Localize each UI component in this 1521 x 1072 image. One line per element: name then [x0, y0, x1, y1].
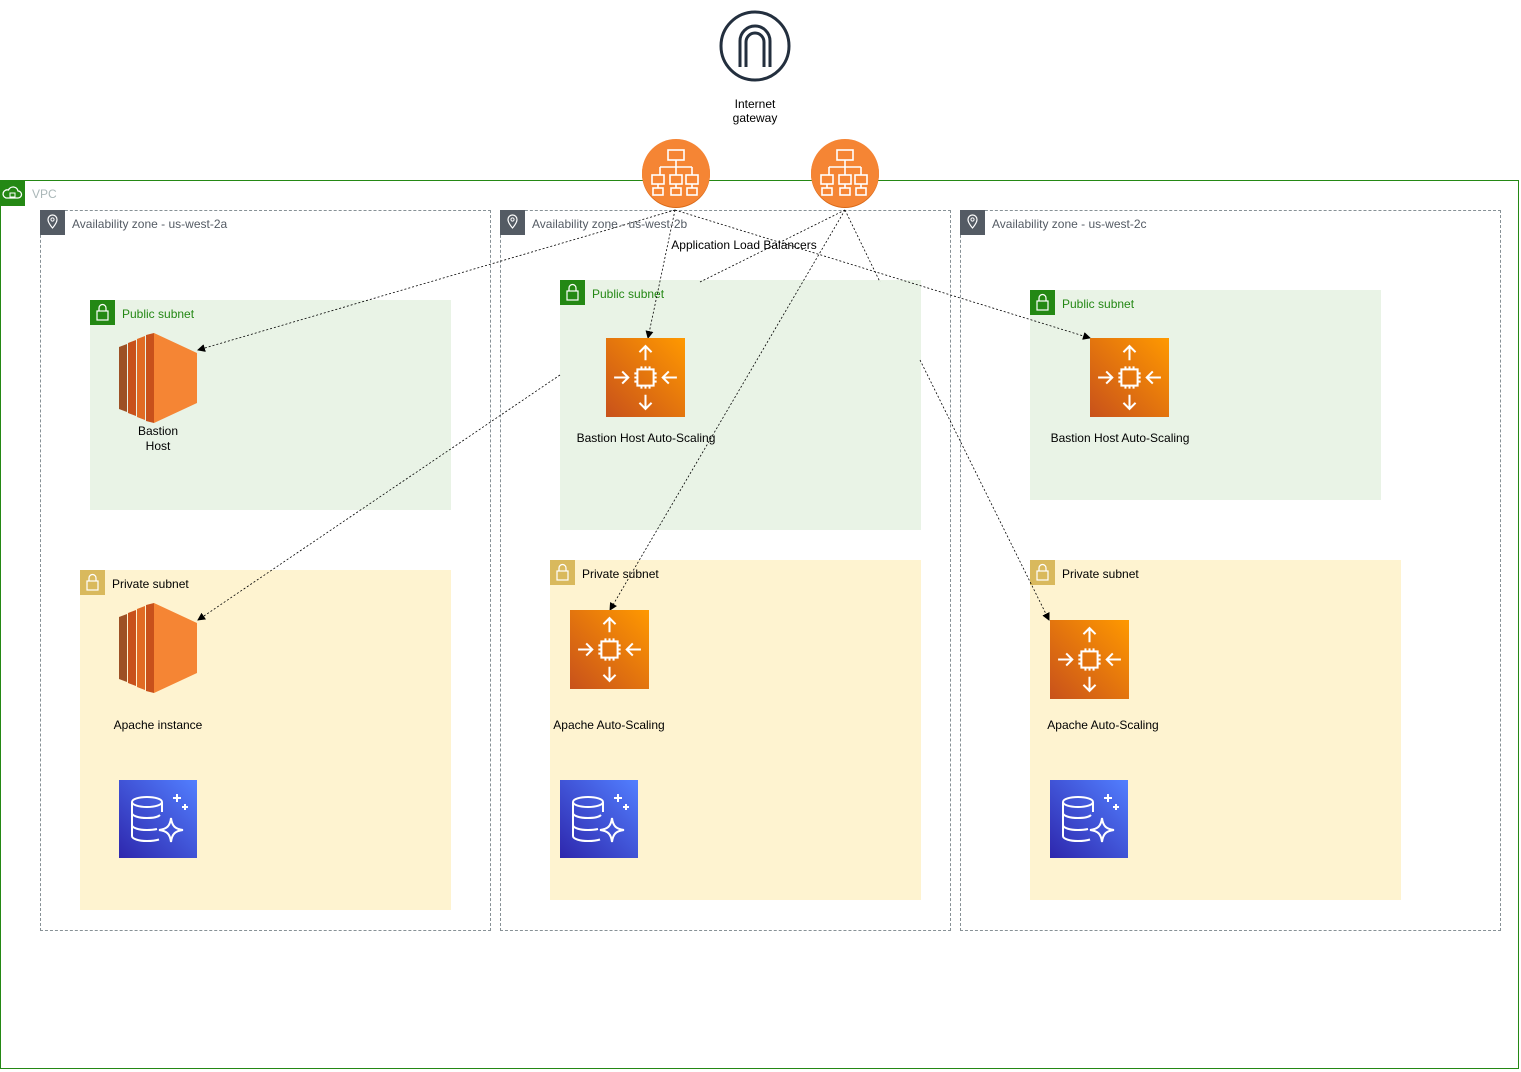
vpc-label: VPC — [32, 187, 57, 201]
connector-arrow — [645, 209, 676, 339]
availability-zone-label: Availability zone - us-west-2a — [72, 217, 228, 231]
lock-icon — [90, 300, 115, 325]
private-subnet-label: Private subnet — [1062, 567, 1139, 581]
availability-zone-2a — [40, 210, 491, 931]
connector-arrow — [674, 209, 1091, 340]
aurora-database-icon — [560, 780, 638, 861]
vpc-cloud-icon — [0, 181, 25, 206]
aurora-database-icon — [119, 780, 197, 861]
location-pin-icon — [500, 210, 525, 235]
apache-auto-scaling-label: Apache Auto-Scaling — [553, 718, 665, 732]
apache-instance-label: Apache instance — [113, 718, 203, 732]
public-subnet-label: Public subnet — [592, 287, 665, 301]
public-subnet — [1030, 290, 1381, 500]
lock-icon — [560, 280, 585, 305]
availability-zone-2c — [960, 210, 1501, 931]
availability-zone-label: Availability zone - us-west-2c — [992, 217, 1147, 231]
lock-icon — [550, 560, 575, 585]
connector-arrow — [197, 374, 561, 621]
internet-gateway-label: Internet gateway — [715, 97, 795, 125]
private-subnet-label: Private subnet — [112, 577, 189, 591]
location-pin-icon — [960, 210, 985, 235]
application-load-balancer-icon — [810, 138, 880, 213]
auto-scaling-icon — [570, 610, 649, 692]
lock-icon — [80, 570, 105, 595]
bastion-host-auto-scaling-label: Bastion Host Auto-Scaling — [576, 431, 716, 445]
connector-arrow — [699, 209, 846, 283]
private-subnet-label: Private subnet — [582, 567, 659, 581]
bastion-host-label-line: Host — [145, 439, 171, 453]
public-subnet-label: Public subnet — [122, 307, 195, 321]
auto-scaling-icon — [606, 338, 685, 420]
ec2-instance-icon — [119, 333, 199, 426]
availability-zone-2b — [500, 210, 951, 931]
ec2-instance-icon — [119, 603, 199, 696]
internet-gateway-label-line: gateway — [732, 111, 778, 125]
bastion-host-label-line: Bastion — [137, 424, 179, 438]
connector-arrow — [197, 209, 676, 352]
apache-auto-scaling-label: Apache Auto-Scaling — [1047, 718, 1159, 732]
internet-gateway-label-line: Internet — [734, 97, 776, 111]
vpc-container — [0, 180, 1519, 1069]
location-pin-icon — [40, 210, 65, 235]
application-load-balancer-icon — [641, 138, 711, 213]
lock-icon — [1030, 290, 1055, 315]
auto-scaling-icon — [1090, 338, 1169, 420]
aurora-database-icon — [1050, 780, 1128, 861]
auto-scaling-icon — [1050, 620, 1129, 702]
connector-arrow — [919, 359, 1050, 621]
bastion-host-auto-scaling-label: Bastion Host Auto-Scaling — [1050, 431, 1190, 445]
connector-arrow — [844, 209, 881, 283]
lock-icon — [1030, 560, 1055, 585]
load-balancers-label: Application Load Balancers — [671, 238, 817, 252]
public-subnet-label: Public subnet — [1062, 297, 1135, 311]
internet-gateway-icon — [718, 9, 792, 86]
connector-arrow — [609, 209, 846, 611]
bastion-host-label: Bastion Host — [118, 424, 198, 454]
availability-zone-label: Availability zone - us-west-2b — [532, 217, 688, 231]
